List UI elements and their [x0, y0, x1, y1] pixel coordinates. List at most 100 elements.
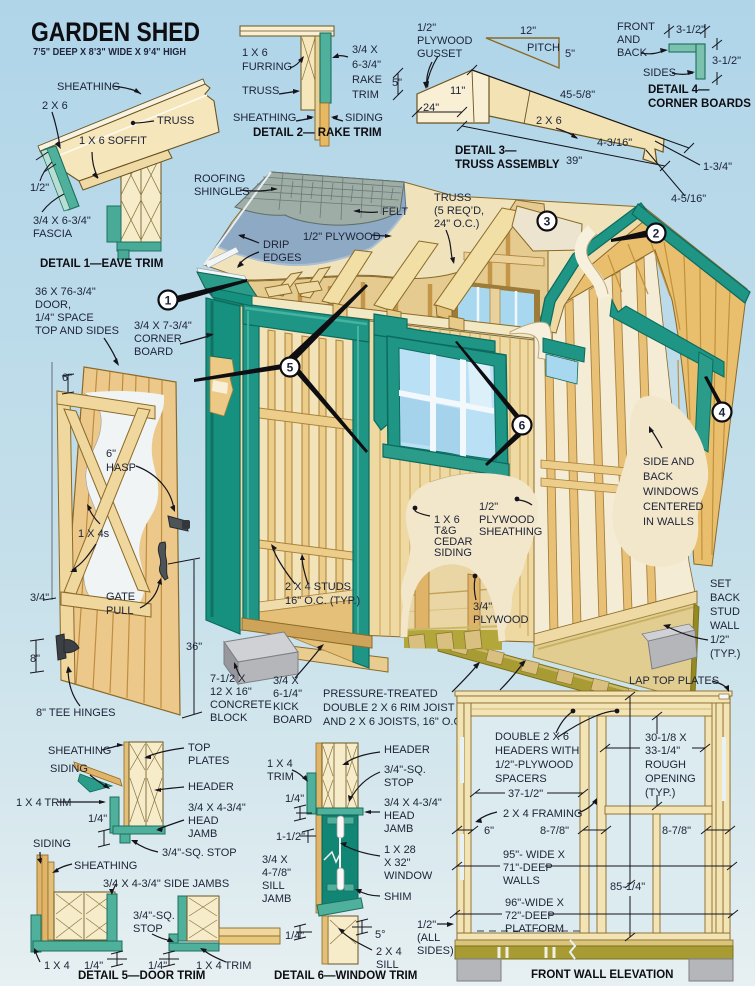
- svg-text:3/4": 3/4": [473, 601, 492, 613]
- svg-text:STOP: STOP: [384, 777, 414, 789]
- svg-text:FASCIA: FASCIA: [33, 228, 73, 240]
- svg-text:6: 6: [519, 419, 526, 433]
- svg-text:3/4 X: 3/4 X: [352, 44, 378, 56]
- svg-text:24": 24": [423, 102, 439, 114]
- svg-text:2 X 4: 2 X 4: [376, 946, 402, 958]
- svg-text:8-7/8": 8-7/8": [540, 825, 569, 837]
- svg-text:5: 5: [287, 361, 294, 375]
- svg-text:1/4": 1/4": [88, 813, 107, 825]
- svg-text:33-1/4": 33-1/4": [645, 745, 680, 757]
- svg-text:1/2": 1/2": [479, 501, 498, 513]
- svg-text:EDGES: EDGES: [263, 252, 302, 264]
- svg-text:1 X 4s: 1 X 4s: [78, 528, 110, 540]
- svg-text:5": 5": [392, 77, 402, 89]
- svg-text:6-1/4": 6-1/4": [273, 688, 302, 700]
- svg-text:TOP: TOP: [188, 742, 210, 754]
- svg-text:SIDES): SIDES): [417, 945, 454, 957]
- svg-text:FRONT WALL ELEVATION: FRONT WALL ELEVATION: [531, 969, 673, 981]
- svg-text:1 X 6 SOFFIT: 1 X 6 SOFFIT: [79, 135, 147, 147]
- svg-text:3/4 X 4-3/4": 3/4 X 4-3/4": [384, 797, 442, 809]
- svg-text:SIDING: SIDING: [33, 838, 71, 850]
- svg-text:SHEATHING: SHEATHING: [233, 112, 296, 124]
- svg-text:FURRING: FURRING: [242, 61, 292, 73]
- svg-text:DOOR,: DOOR,: [35, 299, 71, 311]
- svg-text:3/4 X 4-3/4": 3/4 X 4-3/4": [188, 802, 246, 814]
- svg-text:CORNER: CORNER: [134, 333, 182, 345]
- svg-text:ROUGH: ROUGH: [645, 759, 686, 771]
- svg-text:3/4 X: 3/4 X: [273, 675, 299, 687]
- svg-text:SHEATHING: SHEATHING: [48, 745, 111, 757]
- svg-text:PRESSURE-TREATED: PRESSURE-TREATED: [323, 688, 438, 700]
- svg-text:CONCRETE: CONCRETE: [210, 699, 272, 711]
- svg-text:8-7/8": 8-7/8": [662, 825, 691, 837]
- svg-text:JAMB: JAMB: [188, 828, 217, 840]
- svg-text:TRUSS: TRUSS: [434, 192, 471, 204]
- svg-text:30-1/8 X: 30-1/8 X: [645, 732, 687, 744]
- svg-text:3/4"-SQ. STOP: 3/4"-SQ. STOP: [162, 847, 237, 859]
- svg-text:BACK: BACK: [617, 47, 648, 59]
- svg-text:3-1/2": 3-1/2": [712, 55, 741, 67]
- svg-text:BACK: BACK: [643, 471, 674, 483]
- svg-text:TRIM: TRIM: [267, 771, 294, 783]
- svg-text:JAMB: JAMB: [384, 823, 413, 835]
- svg-text:7’5" DEEP X 8’3" WIDE X 9’4" H: 7’5" DEEP X 8’3" WIDE X 9’4" HIGH: [33, 46, 186, 58]
- svg-text:2 X 4 FRAMING: 2 X 4 FRAMING: [503, 808, 582, 820]
- svg-text:TRIM: TRIM: [352, 89, 379, 101]
- svg-text:6": 6": [62, 372, 72, 384]
- svg-text:SHINGLES: SHINGLES: [194, 186, 250, 198]
- svg-text:2: 2: [653, 227, 660, 241]
- svg-text:3/4"-SQ.: 3/4"-SQ.: [384, 764, 426, 776]
- svg-text:1-3/4": 1-3/4": [703, 161, 732, 173]
- svg-text:1-1/2": 1-1/2": [276, 831, 305, 843]
- svg-text:HEADER: HEADER: [384, 744, 430, 756]
- svg-text:PLYWOOD: PLYWOOD: [473, 614, 528, 626]
- svg-text:6": 6": [106, 448, 116, 460]
- svg-text:GARDEN SHED: GARDEN SHED: [31, 17, 200, 47]
- svg-text:85-1/4": 85-1/4": [610, 881, 645, 893]
- svg-text:FRONT: FRONT: [617, 21, 655, 33]
- svg-text:SIDING: SIDING: [345, 112, 383, 124]
- svg-text:PLATFORM: PLATFORM: [505, 923, 564, 935]
- svg-text:WINDOW: WINDOW: [384, 870, 433, 882]
- svg-text:3/4"-SQ.: 3/4"-SQ.: [133, 910, 175, 922]
- svg-text:12": 12": [520, 25, 536, 37]
- svg-text:4-5/16": 4-5/16": [671, 193, 706, 205]
- svg-text:SHEATHING: SHEATHING: [479, 526, 542, 538]
- svg-text:1/2": 1/2": [417, 919, 436, 931]
- svg-text:IN WALLS: IN WALLS: [643, 516, 694, 528]
- svg-text:36 X 76-3/4": 36 X 76-3/4": [35, 286, 96, 298]
- svg-text:3: 3: [544, 215, 551, 229]
- svg-text:DOUBLE 2 X 6: DOUBLE 2 X 6: [495, 731, 569, 743]
- svg-text:BOARD: BOARD: [134, 346, 173, 358]
- svg-text:24" O.C.): 24" O.C.): [434, 218, 479, 230]
- svg-text:3/4 X: 3/4 X: [262, 854, 288, 866]
- svg-text:8" TEE HINGES: 8" TEE HINGES: [36, 707, 116, 719]
- svg-text:(ALL: (ALL: [417, 932, 440, 944]
- svg-text:DETAIL 4—: DETAIL 4—: [648, 84, 710, 96]
- svg-text:SHEATHING: SHEATHING: [74, 860, 137, 872]
- svg-text:CORNER BOARDS: CORNER BOARDS: [648, 98, 751, 110]
- svg-text:37-1/2": 37-1/2": [508, 788, 543, 800]
- svg-text:6": 6": [484, 825, 494, 837]
- svg-text:1 X 4 TRIM: 1 X 4 TRIM: [196, 960, 251, 972]
- svg-text:2 X 4 STUDS: 2 X 4 STUDS: [285, 581, 351, 593]
- svg-text:DETAIL 2— RAKE TRIM: DETAIL 2— RAKE TRIM: [253, 127, 382, 139]
- svg-text:2 X 6: 2 X 6: [536, 115, 562, 127]
- svg-text:GATE: GATE: [106, 591, 135, 603]
- svg-text:1: 1: [165, 294, 172, 308]
- svg-text:BACK: BACK: [710, 592, 741, 604]
- svg-text:HEAD: HEAD: [188, 815, 219, 827]
- svg-text:DETAIL 6—WINDOW TRIM: DETAIL 6—WINDOW TRIM: [274, 970, 417, 982]
- svg-text:7-1/2 X: 7-1/2 X: [210, 673, 246, 685]
- svg-text:1/4": 1/4": [148, 960, 167, 972]
- svg-text:SILL: SILL: [262, 880, 285, 892]
- svg-text:STUD: STUD: [710, 606, 740, 618]
- svg-text:4-3/16": 4-3/16": [597, 137, 632, 149]
- svg-text:T&G: T&G: [434, 525, 457, 537]
- svg-text:39": 39": [566, 155, 582, 167]
- svg-text:1/2": 1/2": [417, 22, 436, 34]
- svg-text:HASP: HASP: [106, 462, 136, 474]
- svg-text:JAMB: JAMB: [262, 893, 291, 905]
- svg-text:BLOCK: BLOCK: [210, 712, 248, 724]
- svg-text:TRUSS: TRUSS: [157, 115, 194, 127]
